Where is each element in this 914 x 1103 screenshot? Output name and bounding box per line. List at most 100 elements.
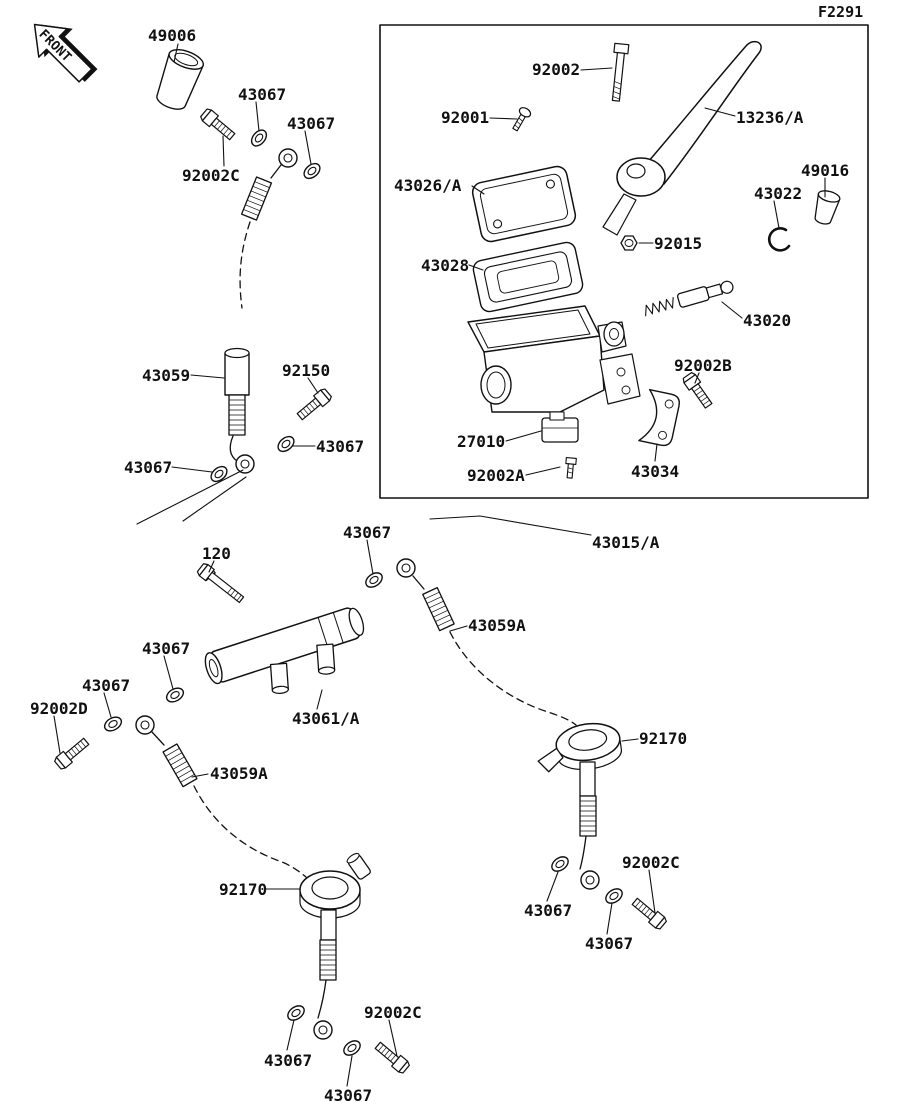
part-92002a-screw — [565, 457, 577, 479]
front-arrow: FRONT — [33, 23, 98, 83]
hose-rib-right — [422, 586, 455, 632]
part-92002c-bolt-right — [629, 895, 669, 932]
hose-neck-top — [270, 164, 282, 179]
part-label-43015-A-21: 43015/A — [592, 533, 660, 552]
part-label-43059A-24: 43059A — [468, 616, 526, 635]
part-banjo-43059 — [235, 454, 255, 474]
hose-neck-right-lower — [579, 835, 587, 870]
hose-rib-right-lower — [579, 795, 597, 837]
part-92002d-bolt — [52, 735, 92, 772]
part-label-43028-11: 43028 — [421, 256, 470, 275]
hose-dashed-right — [449, 631, 577, 726]
part-master-cylinder-body — [467, 305, 641, 413]
part-43067-washer-8 — [163, 684, 187, 706]
hose-neck-43059 — [229, 435, 238, 462]
part-43059-hose — [224, 347, 250, 436]
part-92150-banjo-bolt — [294, 386, 334, 423]
part-43061-union-pipe — [204, 607, 365, 694]
part-label-43034-20: 43034 — [631, 462, 680, 481]
part-label-43026-A-7: 43026/A — [394, 176, 462, 195]
part-label-43059-13: 43059 — [142, 366, 191, 385]
part-label-43067-32: 43067 — [524, 901, 573, 920]
part-label-92002C-35: 92002C — [364, 1003, 422, 1022]
part-13236-brake-lever — [602, 40, 762, 236]
hose-neck-right — [412, 575, 425, 590]
part-label-43067-16: 43067 — [316, 437, 365, 456]
part-27010-switch — [541, 411, 579, 443]
part-label-120-23: 120 — [202, 544, 231, 563]
callout-43015 — [429, 515, 592, 536]
hose-dashed-left — [193, 785, 307, 878]
part-92002b-bolt — [681, 370, 715, 411]
hose-rib-left — [162, 743, 198, 788]
part-43067-washer-10 — [284, 1002, 308, 1024]
part-label-92001-5: 92001 — [441, 108, 490, 127]
part-banjo-left-lower — [313, 1020, 333, 1040]
hose-rib-top — [240, 176, 273, 221]
part-banjo-43059a-left — [135, 715, 155, 735]
part-43067-washer-5 — [362, 569, 386, 591]
part-label-43067-37: 43067 — [324, 1086, 373, 1103]
part-elbow-fitting-left-clamp — [346, 852, 371, 880]
part-label-92002B-15: 92002B — [674, 356, 732, 375]
part-label-43061-A-28: 43061/A — [292, 709, 360, 728]
part-43034-clamp — [638, 388, 680, 447]
part-banjo-right-lower — [580, 870, 600, 890]
part-label-92002C-3: 92002C — [182, 166, 240, 185]
part-label-49016-8: 49016 — [801, 161, 850, 180]
hose-neck-left-lower — [317, 979, 327, 1019]
figure-id: F2291 — [818, 3, 864, 21]
part-label-92150-14: 92150 — [282, 361, 331, 380]
part-label-92015-10: 92015 — [654, 234, 703, 253]
part-label-43067-36: 43067 — [264, 1051, 313, 1070]
part-92170-clamp-right — [537, 722, 622, 773]
part-label-13236-A-6: 13236/A — [736, 108, 804, 127]
part-label-43059A-30: 43059A — [210, 764, 268, 783]
part-43022-circlip — [767, 227, 791, 252]
part-43026-reservoir-cap — [471, 165, 577, 243]
part-43020-piston-kit — [645, 280, 734, 317]
part-label-43067-34: 43067 — [585, 934, 634, 953]
part-label-92170-29: 92170 — [639, 729, 688, 748]
part-label-43067-25: 43067 — [142, 639, 191, 658]
hose-tube-right — [579, 761, 596, 797]
part-label-27010-17: 27010 — [457, 432, 506, 451]
part-label-43067-1: 43067 — [238, 85, 287, 104]
part-43067-washer-2 — [300, 159, 324, 183]
part-label-43067-18: 43067 — [124, 458, 173, 477]
part-120-bolt-body — [196, 563, 245, 604]
part-banjo-fitting-top — [278, 148, 298, 168]
part-label-92002C-31: 92002C — [622, 853, 680, 872]
part-92002c-bolt-top — [198, 106, 238, 143]
hose-neck-left — [151, 731, 165, 746]
part-92002-bolt — [611, 42, 630, 102]
part-43028-diaphragm — [472, 241, 584, 313]
part-label-43067-2: 43067 — [287, 114, 336, 133]
hose-rib-left-lower — [319, 939, 337, 981]
part-43067-washer-6 — [548, 853, 572, 875]
part-92002c-bolt-bottom — [372, 1039, 412, 1076]
part-label-43022-9: 43022 — [754, 184, 803, 203]
part-label-92002-4: 92002 — [532, 60, 581, 79]
part-43067-washer-11 — [340, 1037, 364, 1059]
callout-v-lines — [136, 469, 247, 525]
part-92015-nut — [620, 235, 638, 251]
hose-tube-left-lower — [320, 909, 337, 941]
part-label-43067-22: 43067 — [343, 523, 392, 542]
part-43067-washer-3 — [207, 462, 231, 486]
part-43067-washer-4 — [274, 432, 298, 456]
part-label-49006-0: 49006 — [148, 26, 197, 45]
part-49006-boot — [156, 49, 205, 110]
part-label-92170-33: 92170 — [219, 880, 268, 899]
part-92001-screw — [512, 107, 532, 132]
part-49016-boot — [814, 190, 841, 225]
part-label-43067-26: 43067 — [82, 676, 131, 695]
part-92170-clamp-left — [299, 870, 361, 919]
part-43067-washer-7 — [602, 885, 626, 907]
part-label-92002D-27: 92002D — [30, 699, 88, 718]
part-43067-washer-9 — [101, 713, 125, 735]
part-label-92002A-19: 92002A — [467, 466, 525, 485]
part-banjo-43059a-right — [396, 558, 416, 578]
